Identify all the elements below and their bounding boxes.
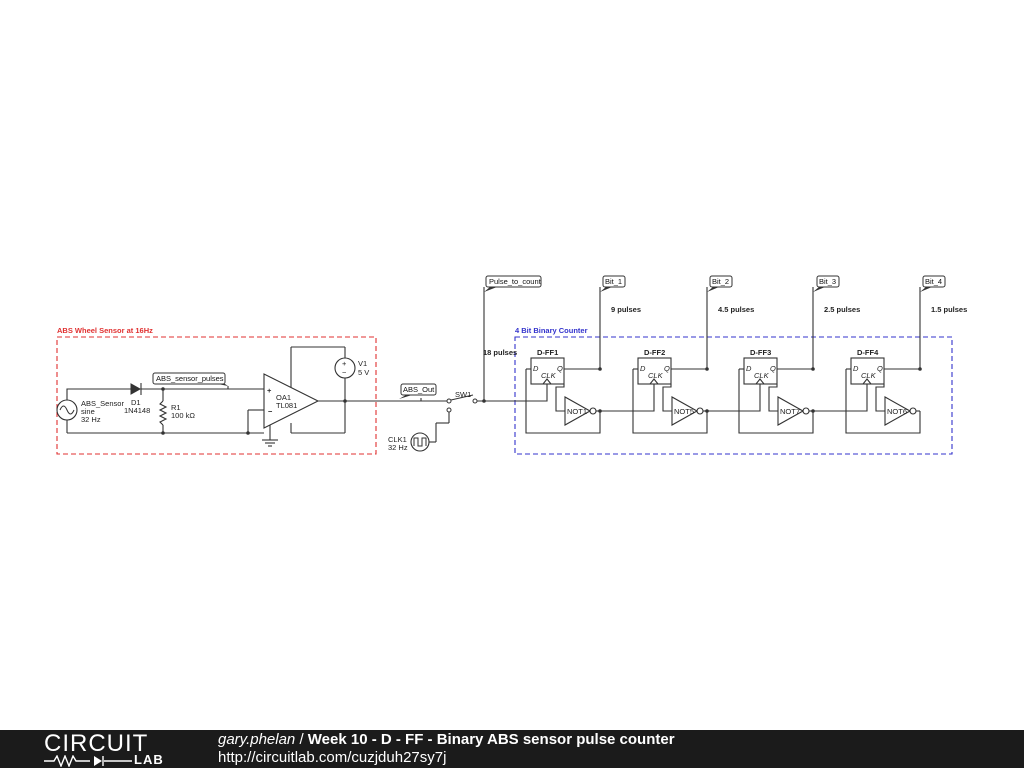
- clock-freq-label: 32 Hz: [388, 443, 408, 452]
- circuitlab-logo-wave-icon: [44, 755, 132, 767]
- switch-sw1[interactable]: [446, 394, 478, 413]
- opamp-part-label: TL081: [276, 401, 297, 410]
- resistor-value-label: 100 kΩ: [171, 411, 195, 420]
- title-separator: /: [295, 731, 308, 748]
- junction-dot: [811, 409, 815, 413]
- circuitlab-logo-lab: LAB: [134, 752, 164, 767]
- junction-dot: [598, 409, 602, 413]
- minus-icon: −: [342, 368, 347, 377]
- sensor-wires: [66, 346, 448, 440]
- schematic-title: Week 10 - D - FF - Binary ABS sensor pul…: [307, 731, 675, 748]
- not6-label: NOT6: [887, 407, 907, 416]
- net-label-abs-out[interactable]: ABS_Out: [399, 383, 437, 399]
- dff-stage-3: D-FF3 D Q CLK NOT7: [738, 287, 846, 434]
- net-label-bit1[interactable]: Bit_1: [600, 275, 626, 292]
- junction-dot: [246, 431, 250, 435]
- net-label-bit3[interactable]: Bit_3: [813, 275, 840, 292]
- junction-dot: [482, 399, 486, 403]
- dff4-name-label: D-FF4: [857, 348, 879, 357]
- voltage-source-v1[interactable]: + −: [334, 357, 356, 379]
- dff1-clk-pin: CLK: [541, 371, 557, 380]
- net-label-text: Pulse_to_count: [489, 277, 542, 286]
- junction-dot: [598, 367, 602, 371]
- net-label-bit4[interactable]: Bit_4: [920, 275, 946, 292]
- junction-dot: [343, 399, 347, 403]
- not7-label: NOT7: [780, 407, 800, 416]
- sensor-region-label: ABS Wheel Sensor at 16Hz: [57, 326, 153, 335]
- diode-name-label: D1: [131, 398, 141, 407]
- bit3-pulses-annotation: 2.5 pulses: [824, 305, 860, 314]
- dff1-d-pin: D: [533, 364, 539, 373]
- resistor-name-label: R1: [171, 403, 181, 412]
- net-label-pulse-to-count[interactable]: Pulse_to_count: [484, 275, 542, 292]
- plus-icon: +: [342, 359, 347, 368]
- clock-name-label: CLK1: [388, 435, 407, 444]
- dff3-clk-pin: CLK: [754, 371, 770, 380]
- junction-dot: [161, 431, 165, 435]
- abs-sensor-source[interactable]: [56, 399, 78, 421]
- dff2-d-pin: D: [640, 364, 646, 373]
- square-wave-icon: [413, 437, 427, 447]
- counter-region-box: [514, 336, 953, 455]
- bit2-pulses-annotation: 4.5 pulses: [718, 305, 754, 314]
- dff1-q-pin: Q: [557, 364, 563, 373]
- resistor-r1[interactable]: [158, 400, 168, 426]
- dff2-q-pin: Q: [664, 364, 670, 373]
- not5-label: NOT5: [674, 407, 694, 416]
- source-name-label: ABS_Sensor: [81, 399, 124, 408]
- counter-region-label: 4 Bit Binary Counter: [515, 326, 588, 335]
- author-link[interactable]: gary.phelan: [218, 731, 296, 748]
- opamp-minus-sign: −: [268, 407, 273, 416]
- dff3-name-label: D-FF3: [750, 348, 771, 357]
- dff-stage-4: D-FF4 D Q CLK NOT6: [845, 287, 922, 434]
- dff3-d-pin: D: [746, 364, 752, 373]
- opamp-name-label: OA1: [276, 393, 291, 402]
- dff2-name-label: D-FF2: [644, 348, 665, 357]
- input-pulses-annotation: 18 pulses: [483, 348, 517, 357]
- junction-dot: [705, 367, 709, 371]
- source-freq-label: 32 Hz: [81, 415, 101, 424]
- dff4-q-pin: Q: [877, 364, 883, 373]
- net-label-text: Bit_3: [819, 277, 836, 286]
- dff4-clk-pin: CLK: [861, 371, 877, 380]
- dff4-d-pin: D: [853, 364, 859, 373]
- sine-wave-icon: [59, 405, 75, 415]
- opamp-oa1[interactable]: [263, 373, 320, 429]
- sensor-region-box: [56, 336, 377, 455]
- clock-source-clk1[interactable]: [410, 432, 430, 452]
- source-type-label: sine: [81, 407, 95, 416]
- dff-stage-2: D-FF2 D Q CLK NOT5: [632, 287, 739, 434]
- junction-dot: [811, 367, 815, 371]
- bit1-pulses-annotation: 9 pulses: [611, 305, 641, 314]
- vsource-value-label: 5 V: [358, 368, 369, 377]
- net-label-text: ABS_sensor_pulses: [156, 374, 224, 383]
- junction-dot: [705, 409, 709, 413]
- schematic-canvas: ABS Wheel Sensor at 16Hz 4 Bit Binary Co…: [56, 275, 967, 455]
- net-label-text: Bit_4: [925, 277, 942, 286]
- net-label-abs-sensor-pulses[interactable]: ABS_sensor_pulses: [152, 372, 228, 386]
- dff-stage-1: D-FF1 D Q CLK NOT1: [525, 287, 633, 434]
- junction-dot: [161, 387, 165, 391]
- diode-part-label: 1N4148: [124, 406, 150, 415]
- junction-dot: [918, 367, 922, 371]
- net-label-bit2[interactable]: Bit_2: [707, 275, 733, 292]
- vsource-name-label: V1: [358, 359, 367, 368]
- switch-name-label: SW1: [455, 390, 471, 399]
- opamp-plus-sign: +: [267, 386, 272, 395]
- net-label-text: ABS_Out: [403, 385, 435, 394]
- circuitlab-logo-text: CIRCUIT: [44, 730, 149, 757]
- diode-d1[interactable]: [130, 383, 142, 395]
- schematic-url-link[interactable]: http://circuitlab.com/cuzjduh27sy7j: [218, 749, 447, 766]
- dff3-q-pin: Q: [770, 364, 776, 373]
- dff2-clk-pin: CLK: [648, 371, 664, 380]
- schematic-title-line: gary.phelan / Week 10 - D - FF - Binary …: [218, 731, 675, 749]
- net-label-text: Bit_1: [605, 277, 622, 286]
- footer-bar: CIRCUIT LAB gary.phelan / Week 10 - D - …: [0, 730, 1024, 768]
- bit4-pulses-annotation: 1.5 pulses: [931, 305, 967, 314]
- ground-icon: [262, 439, 278, 447]
- dff1-name-label: D-FF1: [537, 348, 558, 357]
- net-label-text: Bit_2: [712, 277, 729, 286]
- dff4-block[interactable]: [850, 357, 885, 385]
- not1-label: NOT1: [567, 407, 587, 416]
